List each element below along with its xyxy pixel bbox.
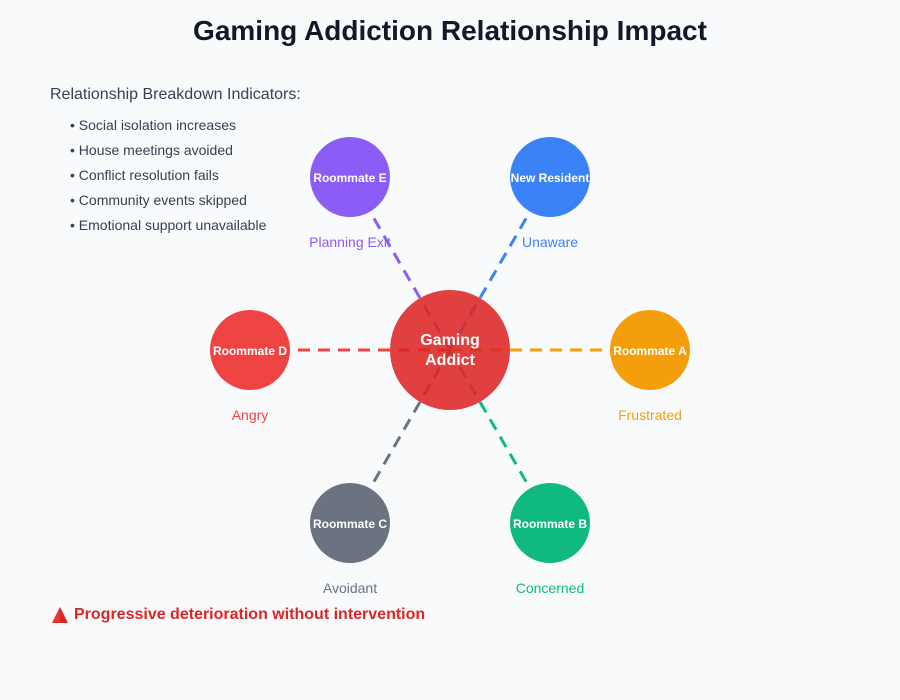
indicators-list: Social isolation increases House meeting…	[70, 117, 267, 242]
node-label: Roommate B	[513, 517, 587, 531]
indicators-heading: Relationship Breakdown Indicators:	[50, 86, 301, 103]
node-roommate-b: Roommate B Concerned	[510, 483, 590, 596]
node-label: Roommate A	[613, 344, 687, 358]
node-roommate-a: Roommate A Frustrated	[610, 310, 690, 423]
warning-banner: Progressive deterioration without interv…	[51, 605, 425, 625]
indicator-item: Emotional support unavailable	[70, 217, 267, 242]
indicator-item: Social isolation increases	[70, 117, 266, 142]
node-roommate-c: Roommate C Avoidant	[310, 483, 390, 596]
center-circle	[390, 290, 510, 410]
warning-text: Progressive deterioration without interv…	[74, 606, 426, 623]
node-circle	[310, 137, 390, 217]
node-label: Roommate E	[313, 171, 386, 185]
node-circle	[610, 310, 690, 390]
node-new-resident: New Resident Unaware	[510, 137, 590, 250]
node-status: Concerned	[516, 580, 585, 596]
node-label: Roommate D	[213, 344, 287, 358]
indicator-item: Conflict resolution fails	[70, 167, 266, 192]
node-status: Angry	[232, 407, 269, 423]
page-title: Gaming Addiction Relationship Impact	[193, 15, 707, 46]
node-status: Avoidant	[323, 580, 377, 596]
node-status: Unaware	[522, 234, 578, 250]
node-circle	[210, 310, 290, 390]
node-roommate-e: Roommate E Planning Exit	[309, 137, 391, 250]
indicator-item: Community events skipped	[70, 192, 266, 217]
node-status: Frustrated	[618, 407, 682, 423]
node-label: New Resident	[511, 171, 590, 185]
center-label-line2: Addict	[425, 352, 475, 369]
node-label: Roommate C	[313, 517, 387, 531]
node-roommate-d: Roommate D Angry	[210, 310, 290, 423]
node-circle	[510, 483, 590, 563]
node-circle	[310, 483, 390, 563]
indicator-item: House meetings avoided	[70, 142, 266, 167]
node-status: Planning Exit	[309, 234, 391, 250]
center-node: Gaming Addict	[390, 290, 510, 410]
node-circle	[510, 137, 590, 217]
warning-icon	[51, 606, 69, 624]
center-label-line1: Gaming	[420, 332, 480, 349]
